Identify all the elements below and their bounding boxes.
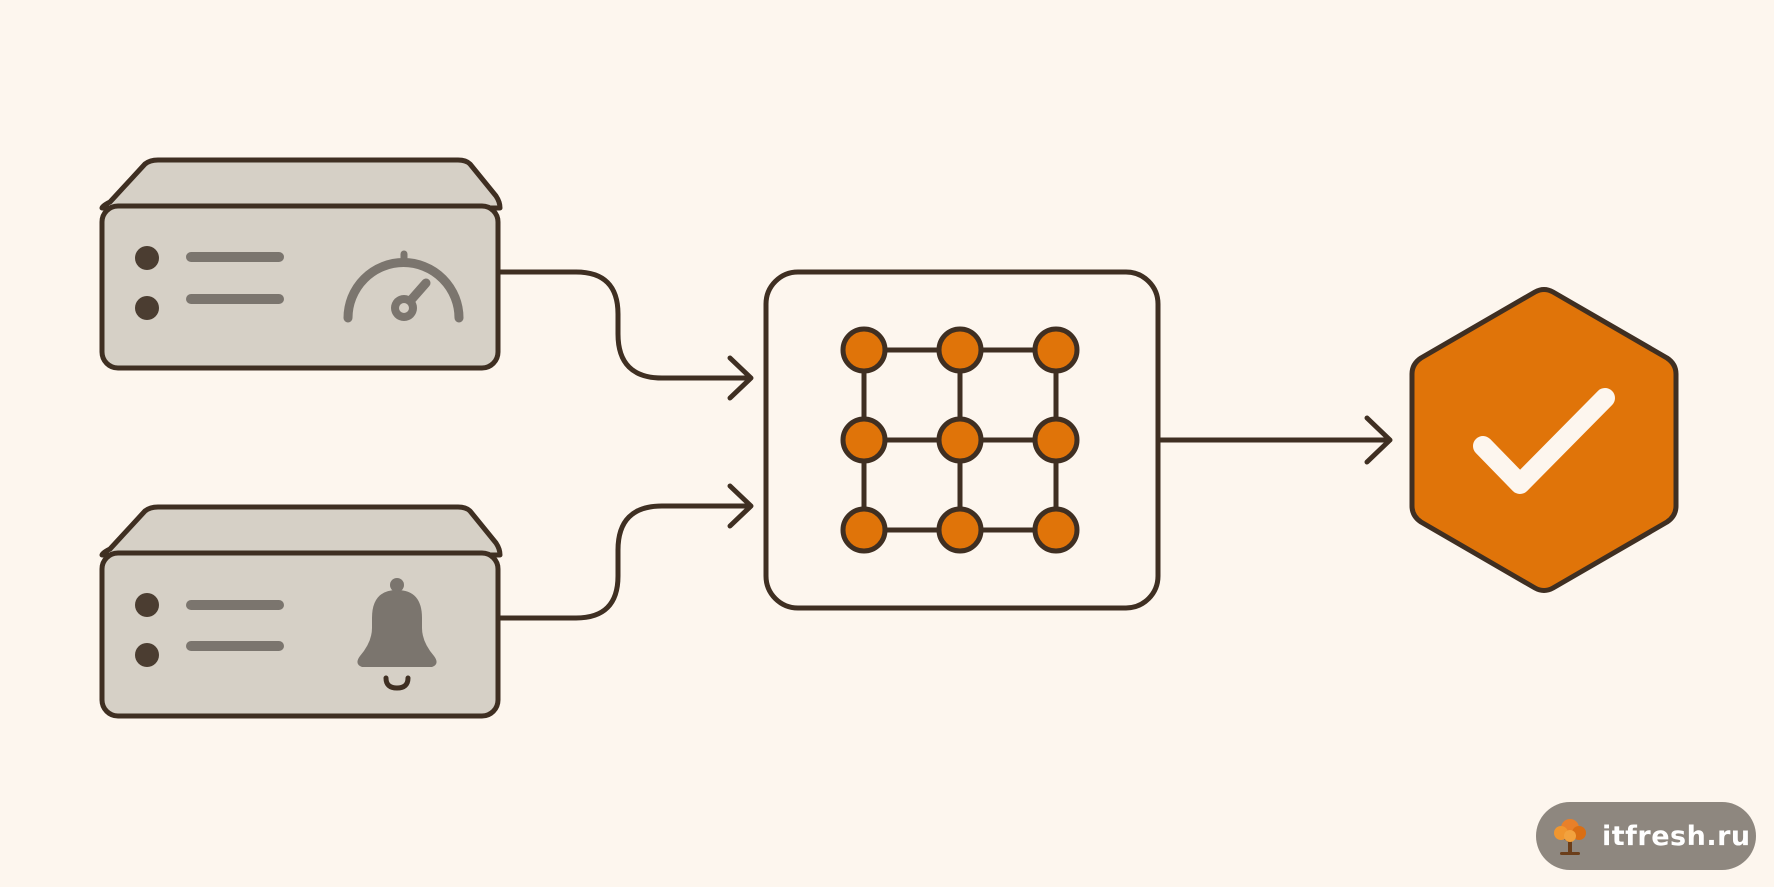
server-bell-body: [99, 550, 501, 719]
grid-node-2-3: [1032, 416, 1080, 464]
result-hexagon: [1409, 287, 1679, 593]
status-led-icon: [135, 296, 159, 320]
server-bell-top: [99, 504, 503, 558]
grid-node-3-3: [1032, 506, 1080, 554]
bell-icon: [357, 578, 437, 691]
grid-node-2-2: [936, 416, 984, 464]
gauge-icon: [343, 250, 464, 323]
status-led-icon: [135, 246, 159, 270]
indicator-line-icon: [186, 641, 284, 651]
grid-node-1-3: [1032, 326, 1080, 374]
server-gauge-top: [99, 157, 503, 211]
indicator-line-icon: [186, 294, 284, 304]
grid-node-1-2: [936, 326, 984, 374]
result: [1409, 287, 1679, 593]
grid-node-3-1: [840, 506, 888, 554]
connector-server-bell-to-processor: [500, 483, 754, 621]
indicator-line-icon: [186, 600, 284, 610]
arrowhead-icon: [727, 483, 754, 529]
processor: [763, 269, 1161, 611]
tree-icon: [1554, 819, 1586, 855]
watermark-text: itfresh.ru: [1602, 820, 1751, 852]
status-led-icon: [135, 593, 159, 617]
checkmark-icon: [1473, 388, 1615, 494]
grid-nodes: [840, 326, 1080, 554]
server-gauge-body: [99, 203, 501, 371]
server-bell: [99, 504, 503, 719]
grid-node-3-2: [936, 506, 984, 554]
arrowhead-icon: [1364, 415, 1393, 465]
indicator-line-icon: [186, 252, 284, 262]
grid-node-2-1: [840, 416, 888, 464]
server-gauge: [99, 157, 503, 371]
grid-node-1-1: [840, 326, 888, 374]
processor-box: [763, 269, 1161, 611]
connector-processor-to-result: [1158, 415, 1393, 465]
watermark-badge[interactable]: itfresh.ru: [1536, 802, 1756, 870]
arrowhead-icon: [727, 355, 754, 401]
status-led-icon: [135, 643, 159, 667]
connector-server-gauge-to-processor: [500, 269, 754, 401]
